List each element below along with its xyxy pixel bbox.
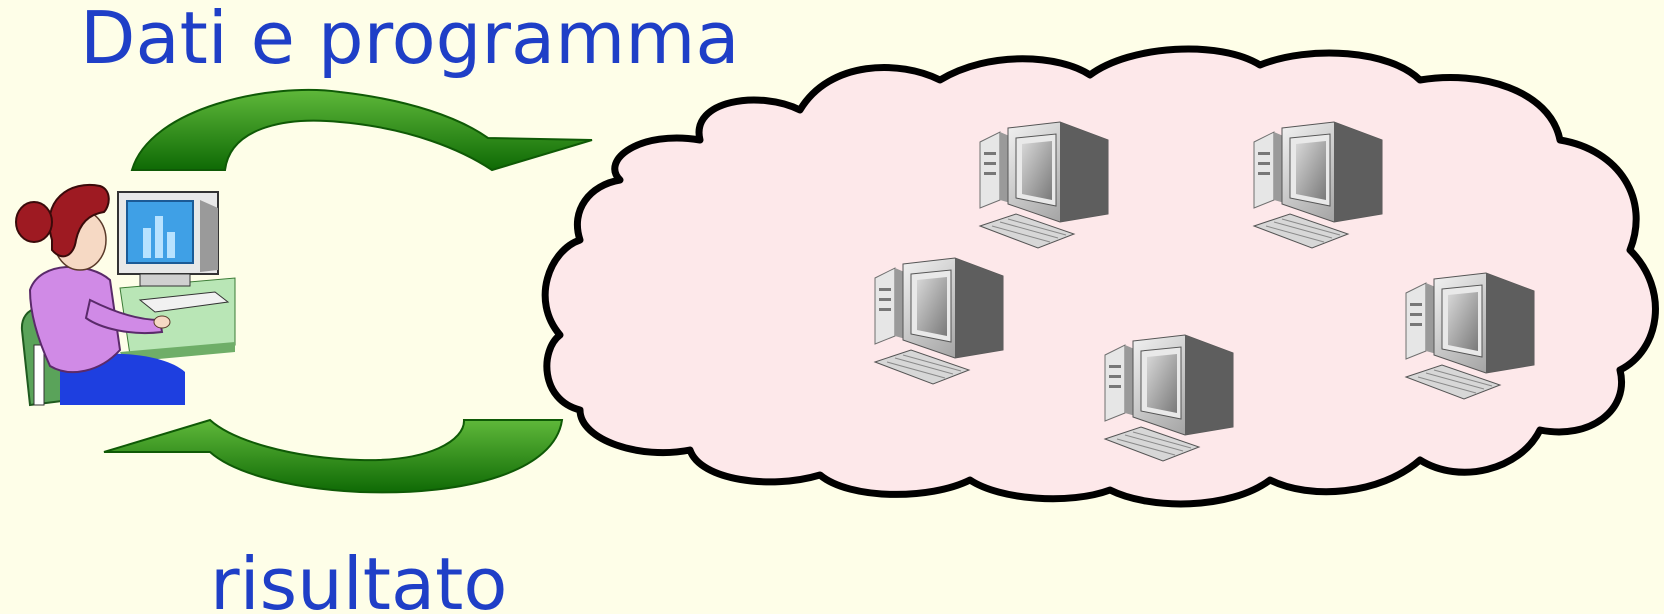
top-label: Dati e programma — [80, 2, 739, 74]
send-arrow — [132, 90, 592, 170]
user-at-computer-icon — [16, 185, 235, 405]
bottom-label: risultato — [210, 548, 507, 614]
return-arrow — [104, 420, 562, 492]
